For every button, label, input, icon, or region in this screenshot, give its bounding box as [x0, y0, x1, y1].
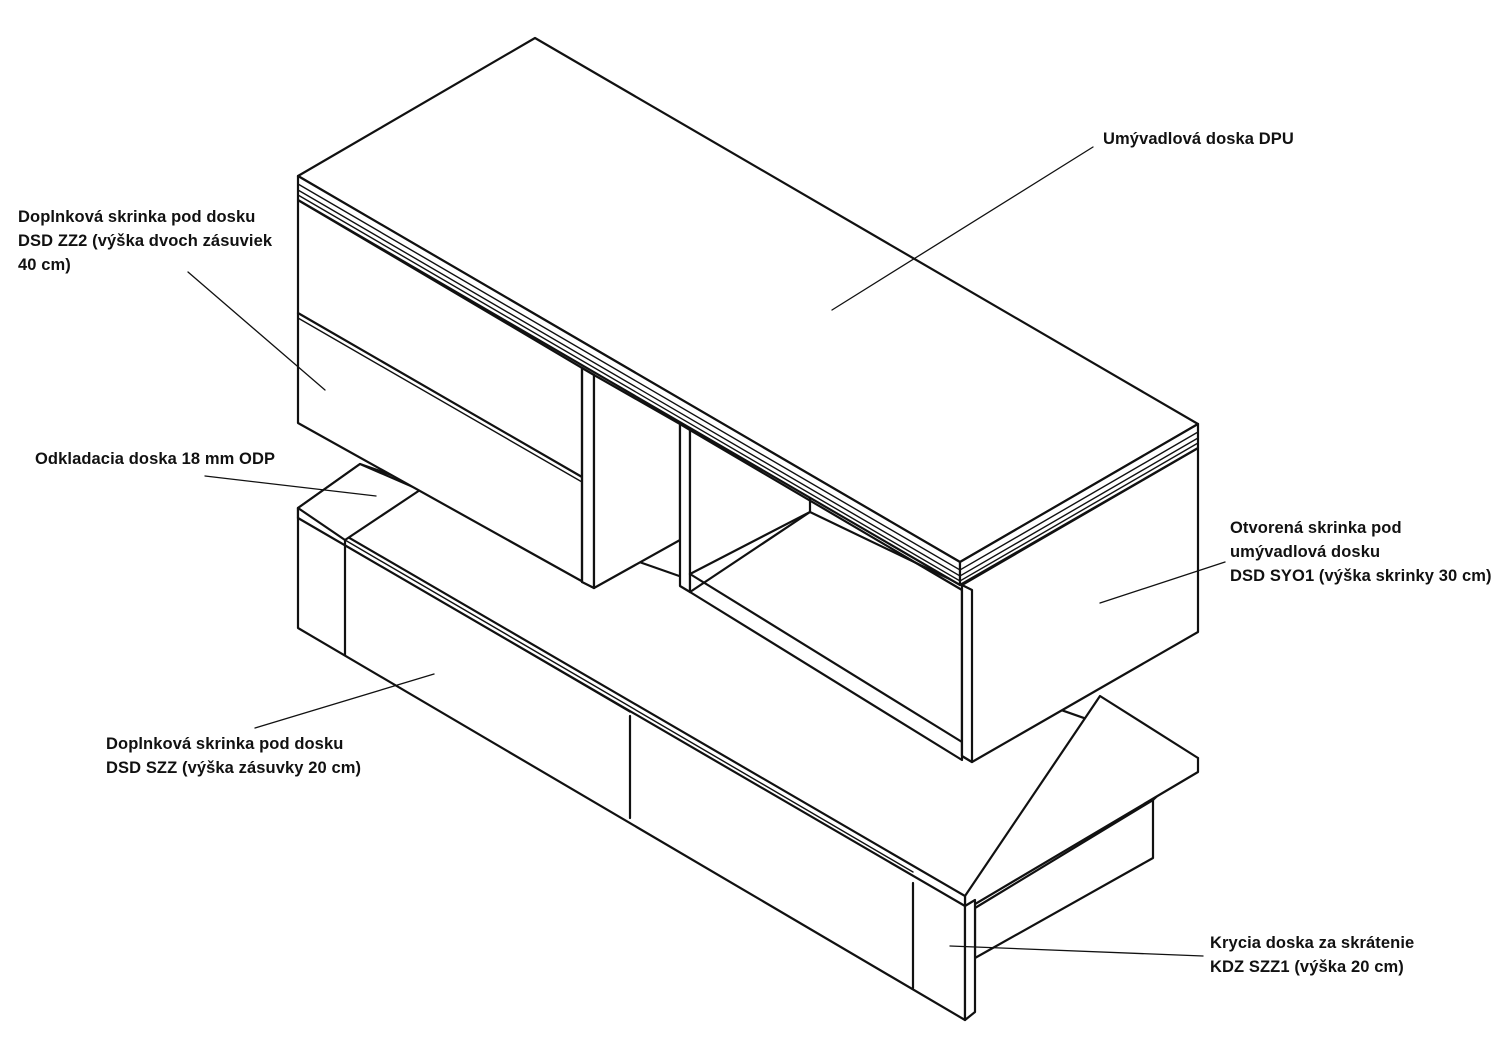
lower-plate-right — [963, 694, 1200, 912]
label-open-cabinet-line2: umývadlová dosku — [1230, 543, 1381, 561]
label-cover-board: Krycia doska za skrátenie KDZ SZZ1 (výšk… — [1210, 931, 1414, 979]
open-cabinet-inner-bottom — [688, 510, 964, 594]
open-cabinet-front-edge — [960, 583, 974, 764]
lower-drawer-cabinet — [296, 462, 1200, 1022]
upper-drawer-side — [580, 366, 596, 590]
label-lower-drawer-cabinet: Doplnková skrinka pod dosku DSD SZZ (výš… — [106, 732, 361, 780]
countertop-layer-2 — [297, 189, 1199, 577]
upper-drawer-cabinet — [296, 198, 682, 590]
leader-upper-drawer-cabinet — [187, 271, 326, 391]
label-open-cabinet-line1: Otvorená skrinka pod — [1230, 519, 1402, 537]
cover-board-panel — [963, 898, 977, 1022]
leader-shelf-board — [204, 475, 377, 497]
leader-countertop — [831, 146, 1094, 311]
label-open-cabinet: Otvorená skrinka pod umývadlová dosku DS… — [1230, 516, 1492, 588]
leader-open-cabinet — [1099, 561, 1226, 604]
label-cover-board-line2: KDZ SZZ1 (výška 20 cm) — [1210, 958, 1404, 976]
label-shelf-board: Odkladacia doska 18 mm ODP — [35, 447, 275, 471]
upper-drawer-split-2 — [297, 317, 583, 483]
upper-drawer-split — [296, 311, 584, 479]
countertop-layer-3 — [297, 194, 1199, 582]
label-countertop-line1: Umývadlová doska DPU — [1103, 130, 1294, 148]
label-upper-drawer-cabinet: Doplnková skrinka pod dosku DSD ZZ2 (výš… — [18, 205, 272, 277]
open-cabinet-interior — [688, 428, 964, 762]
leader-lower-drawer-cabinet — [254, 673, 435, 729]
lower-drawer-top-line — [344, 539, 914, 873]
open-cabinet-frame — [688, 572, 964, 744]
label-cover-board-line1: Krycia doska za skrátenie — [1210, 934, 1415, 952]
leader-cover-board — [949, 945, 1204, 957]
countertop-right-edge — [958, 422, 1200, 587]
lower-drawer-top-line2 — [344, 544, 631, 713]
label-upper-drawer-cabinet-line3: 40 cm) — [18, 256, 71, 274]
open-cabinet-left-panel — [678, 422, 692, 594]
label-lower-drawer-cabinet-line2: DSD SZZ (výška zásuvky 20 cm) — [106, 759, 362, 777]
countertop-layer-1 — [297, 183, 1199, 571]
countertop — [296, 36, 1200, 587]
label-upper-drawer-cabinet-line2: DSD ZZ2 (výška dvoch zásuviek — [18, 232, 273, 250]
label-open-cabinet-line3: DSD SYO1 (výška skrinky 30 cm) — [1230, 567, 1492, 585]
label-shelf-board-line1: Odkladacia doska 18 mm ODP — [35, 450, 276, 468]
label-upper-drawer-cabinet-line1: Doplnková skrinka pod dosku — [18, 208, 256, 226]
label-countertop: Umývadlová doska DPU — [1103, 127, 1294, 151]
label-lower-drawer-cabinet-line1: Doplnková skrinka pod dosku — [106, 735, 344, 753]
